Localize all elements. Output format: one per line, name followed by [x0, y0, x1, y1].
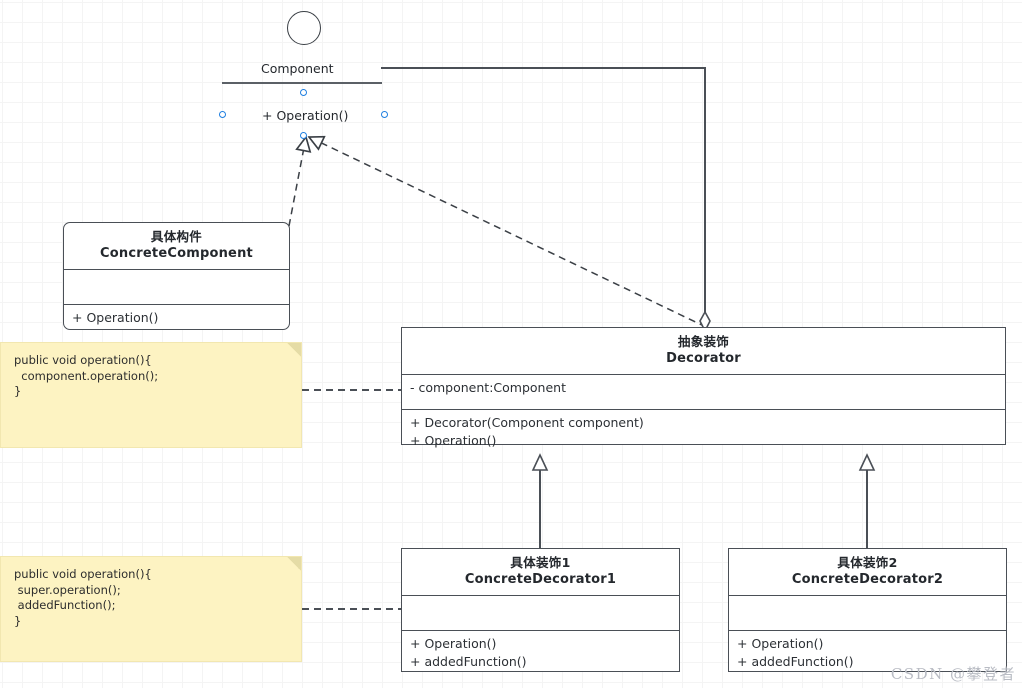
class-title-cn: 具体装饰1	[510, 555, 571, 570]
interface-name-underline	[222, 82, 382, 85]
edge-inheritance-concretedecorator1	[531, 453, 549, 548]
class-operations-decorator: + Decorator(Component component) + Opera…	[402, 410, 1005, 455]
class-title-en: Decorator	[666, 351, 741, 366]
class-operations-concretedecorator2: + Operation() + addedFunction()	[729, 631, 1006, 676]
interface-component-name: Component	[261, 61, 334, 76]
class-header-concretedecorator1: 具体装饰1 ConcreteDecorator1	[402, 549, 679, 596]
operation-line: + addedFunction()	[410, 653, 527, 669]
note-line: public void operation(){	[14, 353, 152, 367]
class-attributes-concretecomponent	[64, 270, 289, 305]
class-attributes-decorator: - component:Component	[402, 375, 1005, 410]
note-fold-icon	[287, 343, 301, 357]
class-title-en: ConcreteDecorator1	[464, 572, 617, 587]
edge-realization-decorator	[309, 137, 707, 328]
class-title-en: ConcreteDecorator2	[791, 572, 944, 587]
class-title-en: ConcreteComponent	[100, 246, 253, 261]
class-attributes-concretedecorator1	[402, 596, 679, 631]
class-box-decorator[interactable]: 抽象装饰 Decorator - component:Component + D…	[401, 327, 1006, 448]
attribute-line: - component:Component	[410, 380, 566, 395]
class-operations-concretedecorator1: + Operation() + addedFunction()	[402, 631, 679, 676]
selection-handle-bottom[interactable]	[300, 132, 307, 139]
class-operations-concretecomponent: + Operation()	[64, 305, 289, 333]
note-line: public void operation(){	[14, 567, 152, 581]
selection-handle-right[interactable]	[381, 111, 388, 118]
note-concretedecorator-operation[interactable]: public void operation(){ super.operation…	[0, 556, 302, 662]
class-attributes-concretedecorator2	[729, 596, 1006, 631]
operation-line: + Operation()	[72, 310, 159, 325]
operation-line: + Decorator(Component component)	[410, 415, 644, 430]
operation-line: + Operation()	[737, 636, 824, 651]
class-box-concretecomponent[interactable]: 具体构件 ConcreteComponent + Operation()	[63, 222, 290, 330]
class-box-concretedecorator2[interactable]: 具体装饰2 ConcreteDecorator2 + Operation() +…	[728, 548, 1007, 672]
note-line: super.operation();	[14, 582, 121, 597]
class-header-concretecomponent: 具体构件 ConcreteComponent	[64, 223, 289, 270]
class-header-concretedecorator2: 具体装饰2 ConcreteDecorator2	[729, 549, 1006, 596]
interface-component[interactable]: Component + Operation()	[0, 0, 1022, 140]
edge-realization-concretecomponent	[288, 137, 306, 227]
class-title-cn: 具体装饰2	[837, 555, 898, 570]
watermark: CSDN @攀登者	[890, 665, 1016, 683]
class-header-decorator: 抽象装饰 Decorator	[402, 328, 1005, 375]
operation-line: + Operation()	[410, 432, 497, 448]
class-box-concretedecorator1[interactable]: 具体装饰1 ConcreteDecorator1 + Operation() +…	[401, 548, 680, 672]
interface-component-operation: + Operation()	[262, 108, 349, 123]
class-title-cn: 抽象装饰	[677, 334, 730, 349]
operation-line: + addedFunction()	[737, 653, 854, 669]
selection-handle-left[interactable]	[219, 111, 226, 118]
edge-inheritance-concretedecorator2	[858, 453, 876, 548]
note-fold-icon	[287, 557, 301, 571]
interface-ball-icon	[287, 11, 321, 45]
operation-line: + Operation()	[410, 636, 497, 651]
note-decorator-operation[interactable]: public void operation(){ component.opera…	[0, 342, 302, 448]
note-line: component.operation();	[14, 368, 159, 383]
selection-handle-top[interactable]	[300, 89, 307, 96]
note-line: }	[14, 384, 22, 398]
class-title-cn: 具体构件	[150, 229, 203, 244]
note-line: }	[14, 613, 22, 628]
note-line: addedFunction();	[14, 598, 116, 612]
